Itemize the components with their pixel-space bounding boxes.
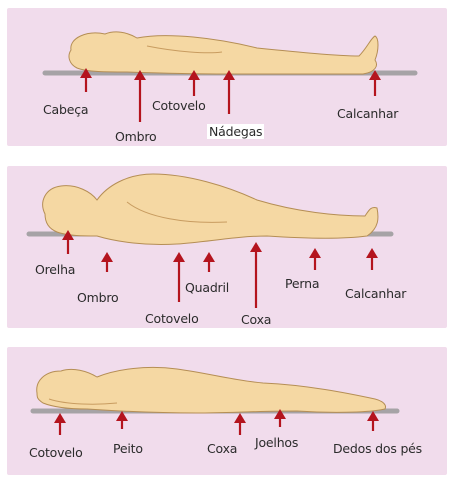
supine-position-panel: Cabeça Ombro Cotovelo Nádegas Calcanhar xyxy=(7,8,447,146)
arrow-coxa xyxy=(234,413,246,435)
lateral-position-panel: Orelha Ombro Cotovelo Quadril Coxa Perna… xyxy=(7,166,447,328)
label-dedos-dos-pes: Dedos dos pés xyxy=(333,441,422,456)
label-ombro: Ombro xyxy=(77,290,118,305)
label-orelha: Orelha xyxy=(35,262,75,277)
arrow-coxa xyxy=(250,242,262,308)
arrow-cotovelo xyxy=(173,252,185,302)
arrow-nadegas xyxy=(223,70,235,114)
prone-body xyxy=(37,367,386,413)
arrow-dedos-dos-pes xyxy=(367,411,379,431)
arrow-calcanhar xyxy=(366,248,378,270)
arrow-peito xyxy=(116,411,128,429)
label-nadegas: Nádegas xyxy=(207,124,264,139)
lateral-body xyxy=(43,174,378,245)
label-calcanhar: Calcanhar xyxy=(345,286,406,301)
label-ombro: Ombro xyxy=(115,129,156,144)
label-peito: Peito xyxy=(113,441,143,456)
label-coxa: Coxa xyxy=(241,312,271,327)
label-cotovelo: Cotovelo xyxy=(29,445,83,460)
arrow-ombro xyxy=(101,252,113,272)
prone-position-panel: Cotovelo Peito Coxa Joelhos Dedos dos pé… xyxy=(7,347,447,475)
label-perna: Perna xyxy=(285,276,319,291)
arrow-perna xyxy=(309,248,321,270)
arrow-cotovelo xyxy=(54,413,66,435)
label-joelhos: Joelhos xyxy=(255,435,298,450)
label-cotovelo: Cotovelo xyxy=(145,311,199,326)
label-coxa: Coxa xyxy=(207,441,237,456)
lateral-illustration xyxy=(7,166,447,328)
arrow-quadril xyxy=(203,252,215,272)
label-cotovelo: Cotovelo xyxy=(152,98,206,113)
label-cabeca: Cabeça xyxy=(43,102,88,117)
label-quadril: Quadril xyxy=(185,280,229,295)
supine-body xyxy=(69,32,378,74)
arrow-ombro xyxy=(134,70,146,122)
label-calcanhar: Calcanhar xyxy=(337,106,398,121)
